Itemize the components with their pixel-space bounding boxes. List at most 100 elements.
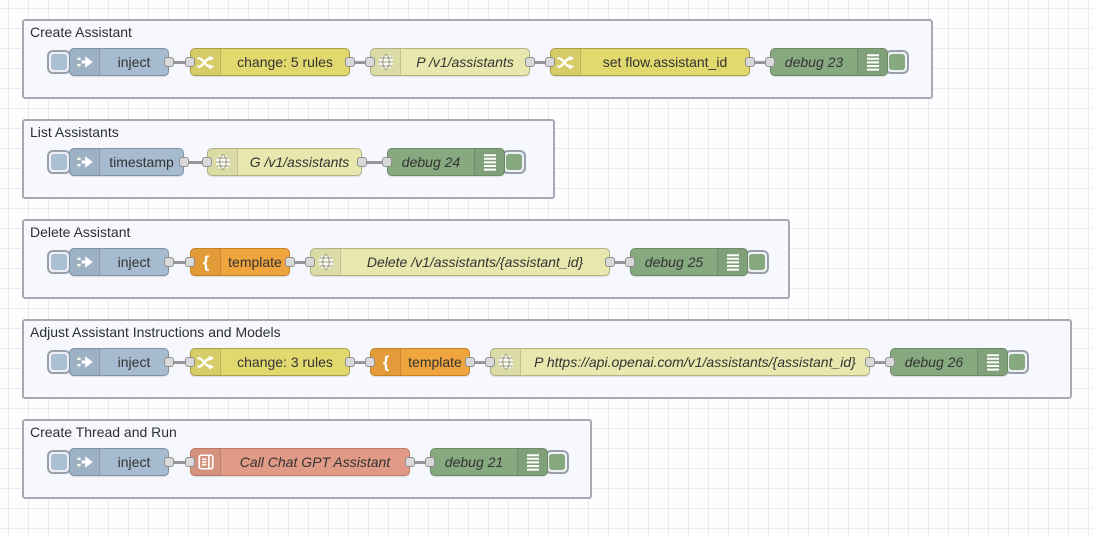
output-port[interactable] [465,357,475,367]
output-port[interactable] [525,57,535,67]
group-label: Create Thread and Run [30,424,177,440]
input-port[interactable] [485,357,495,367]
change-node[interactable]: change: 3 rules [190,348,350,376]
node-label: P /v1/assistants [416,54,514,70]
input-port[interactable] [382,157,392,167]
wire[interactable] [354,60,366,64]
node-label: Delete /v1/assistants/{assistant_id} [366,254,584,270]
wire[interactable] [614,260,626,264]
inject-node[interactable]: inject [69,48,169,76]
wire[interactable] [366,160,383,164]
change-node[interactable]: set flow.assistant_id [550,48,750,76]
debug-toggle-button[interactable] [1005,350,1029,374]
node-label: debug 23 [784,54,844,70]
group-label: List Assistants [30,124,119,140]
output-port[interactable] [164,457,174,467]
debug-toggle-button[interactable] [545,450,569,474]
wire[interactable] [173,60,186,64]
input-port[interactable] [185,57,195,67]
node-label: debug 26 [904,354,964,370]
input-port[interactable] [885,357,895,367]
inject-button-fill [51,254,67,270]
input-port[interactable] [545,57,555,67]
output-port[interactable] [179,157,189,167]
flow-group[interactable]: Create Thread and Run inject Call Chat GPT… [22,419,592,499]
node-label: debug 21 [444,454,504,470]
input-port[interactable] [202,157,212,167]
output-port[interactable] [745,57,755,67]
inject-node[interactable]: inject [69,248,169,276]
debug-node[interactable]: debug 24 [387,148,505,176]
wire[interactable] [354,360,366,364]
inject-arrow-icon [70,349,100,375]
debug-toggle-button[interactable] [745,250,769,274]
input-port[interactable] [185,257,195,267]
inject-node[interactable]: timestamp [69,148,184,176]
output-port[interactable] [164,257,174,267]
output-port[interactable] [357,157,367,167]
debug-node[interactable]: debug 21 [430,448,548,476]
output-port[interactable] [285,257,295,267]
http-node[interactable]: G /v1/assistants [207,148,362,176]
curly-brace-icon: { [371,349,401,375]
input-port[interactable] [625,257,635,267]
wire[interactable] [173,460,186,464]
output-port[interactable] [865,357,875,367]
inject-button[interactable] [47,250,71,274]
input-port[interactable] [185,457,195,467]
subflow-node[interactable]: Call Chat GPT Assistant [190,448,410,476]
output-port[interactable] [164,57,174,67]
debug-toggle-button[interactable] [502,150,526,174]
node-label: P https://api.openai.com/v1/assistants/{… [534,354,856,370]
template-node[interactable]: {template [370,348,470,376]
node-label: debug 25 [644,254,704,270]
svg-text:{: { [382,353,389,372]
inject-button[interactable] [47,50,71,74]
wire[interactable] [754,60,766,64]
debug-node[interactable]: debug 26 [890,348,1008,376]
inject-button[interactable] [47,450,71,474]
inject-button-fill [51,54,67,70]
wire[interactable] [534,60,546,64]
inject-node[interactable]: inject [69,348,169,376]
debug-node[interactable]: debug 25 [630,248,748,276]
output-port[interactable] [405,457,415,467]
input-port[interactable] [305,257,315,267]
wire[interactable] [294,260,306,264]
debug-node[interactable]: debug 23 [770,48,888,76]
output-port[interactable] [164,357,174,367]
wire[interactable] [414,460,426,464]
wire[interactable] [474,360,486,364]
input-port[interactable] [365,357,375,367]
debug-toggle-fill [1009,354,1025,370]
inject-button[interactable] [47,150,71,174]
input-port[interactable] [425,457,435,467]
debug-toggle-button[interactable] [885,50,909,74]
flow-group[interactable]: Adjust Assistant Instructions and Models… [22,319,1072,399]
flow-group[interactable]: Create Assistant inject change: 5 rules P /… [22,19,933,99]
wire[interactable] [188,160,203,164]
input-port[interactable] [365,57,375,67]
inject-arrow-icon [70,49,100,75]
node-label: timestamp [109,154,174,170]
http-node[interactable]: Delete /v1/assistants/{assistant_id} [310,248,610,276]
input-port[interactable] [185,357,195,367]
output-port[interactable] [345,357,355,367]
template-node[interactable]: {template [190,248,290,276]
output-port[interactable] [605,257,615,267]
wire[interactable] [874,360,886,364]
input-port[interactable] [765,57,775,67]
change-node[interactable]: change: 5 rules [190,48,350,76]
http-node[interactable]: P https://api.openai.com/v1/assistants/{… [490,348,870,376]
inject-node[interactable]: inject [69,448,169,476]
output-port[interactable] [345,57,355,67]
wire[interactable] [173,360,186,364]
wire[interactable] [173,260,186,264]
http-node[interactable]: P /v1/assistants [370,48,530,76]
debug-list-icon [977,349,1007,375]
group-label: Create Assistant [30,24,132,40]
flow-group[interactable]: List Assistants timestamp G /v1/assistants… [22,119,555,199]
inject-button[interactable] [47,350,71,374]
